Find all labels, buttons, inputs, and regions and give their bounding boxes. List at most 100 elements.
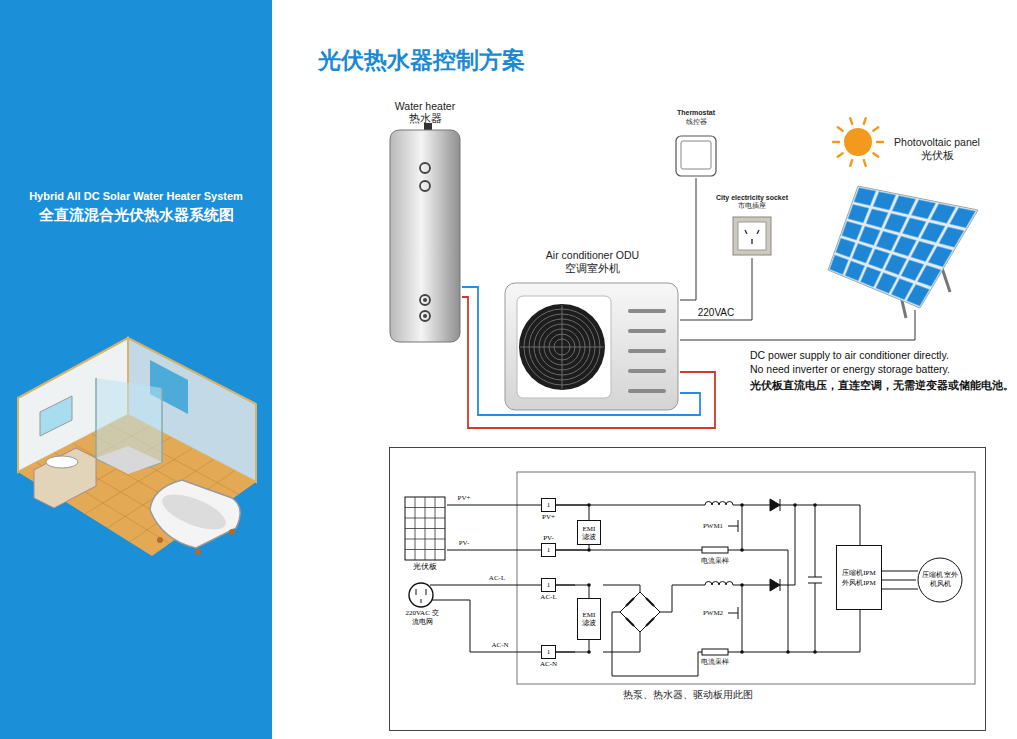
node-subtext: 空调室外机 xyxy=(505,262,680,275)
node-text: Hybrid All DC Solar Water Heater System xyxy=(0,190,272,202)
diagram-node: 光伏板 xyxy=(403,495,447,579)
outdoor-unit xyxy=(562,305,563,389)
wire-connector xyxy=(447,550,541,551)
solar-panel xyxy=(836,238,855,257)
solar-panel xyxy=(892,196,915,215)
solar-panel xyxy=(876,231,898,250)
outdoor-unit xyxy=(628,309,666,393)
schematic-drawing xyxy=(882,589,918,590)
schematic-drawing xyxy=(740,650,744,654)
bathroom-illustration xyxy=(157,537,163,543)
edge-label: PV+ xyxy=(457,495,472,503)
wire-connector xyxy=(556,545,589,550)
sun-icon xyxy=(864,118,866,124)
node-text: Air conditioner ODU xyxy=(505,249,680,262)
schematic-drawing xyxy=(770,579,780,591)
schematic-drawing xyxy=(702,649,728,655)
schematic-drawing xyxy=(430,585,439,586)
schematic-drawing xyxy=(517,472,975,684)
outdoor-unit xyxy=(628,309,666,313)
edge-label: AC-N xyxy=(490,642,509,650)
thermostat-box xyxy=(676,136,716,176)
outdoor-unit xyxy=(505,283,678,410)
schematic-drawing xyxy=(793,503,797,507)
solar-panel xyxy=(830,255,849,274)
wire-connector xyxy=(680,178,696,300)
bathroom-illustration xyxy=(40,396,72,436)
solar-panel xyxy=(859,226,880,245)
schematic-drawing xyxy=(405,549,445,550)
socket-icon xyxy=(745,230,747,234)
terminal-box: 1AC-L xyxy=(541,578,556,592)
node-text: EMI 滤波 xyxy=(582,611,596,627)
wire-connector xyxy=(882,580,916,581)
outdoor-unit xyxy=(517,296,611,398)
signal-label: 电流采样 xyxy=(700,658,730,666)
note-text: No need inverter or energy storage batte… xyxy=(749,363,951,375)
outdoor-unit xyxy=(628,329,666,333)
water-heater-tank xyxy=(423,314,427,318)
node-text: City electricity socket xyxy=(704,194,800,202)
terminal-box: 1PV+ xyxy=(541,498,556,512)
bathroom-illustration xyxy=(150,480,240,548)
solar-panel xyxy=(830,188,976,306)
schematic-drawing xyxy=(620,592,660,632)
wire-connector xyxy=(556,585,589,598)
schematic-drawing xyxy=(626,598,654,626)
diagram-node: Water heater热水器 xyxy=(388,100,462,348)
wire-connector xyxy=(439,585,541,586)
bathroom-illustration xyxy=(195,549,201,555)
diagram-node: 压缩机 室外机风机 xyxy=(916,557,964,603)
outdoor-unit xyxy=(505,283,678,410)
schematic-drawing xyxy=(587,503,817,654)
note-text: 光伏板直流电压，直连空调，无需逆变器或储能电池。 xyxy=(749,379,1015,391)
diagram-node: 220VAC 交流电网 xyxy=(405,581,439,629)
solar-panel xyxy=(873,192,896,210)
page-title: 光伏热水器控制方案 xyxy=(318,45,525,76)
socket-icon xyxy=(733,217,771,255)
node-subtext: 光伏板 xyxy=(888,149,986,162)
thermostat-box xyxy=(681,141,711,169)
node-subtext: PV- xyxy=(543,534,554,542)
solar-panel xyxy=(828,186,978,318)
solar-panel xyxy=(907,285,930,306)
bathroom-illustration xyxy=(158,487,231,537)
outdoor-unit xyxy=(628,369,666,373)
node-text: 1 xyxy=(547,648,551,656)
solar-panel xyxy=(854,188,876,206)
node-text: 压缩机 室外机风机 xyxy=(921,571,959,589)
diagram-node: 热泵、热水器、驱动板用此图光伏板220VAC 交流电网1PV+1PV-1AC-L… xyxy=(390,448,985,730)
signal-label: PWM2 xyxy=(702,609,724,617)
node-subtext: AC-L xyxy=(540,593,556,601)
water-heater-tank xyxy=(390,130,460,342)
node-text: Thermostat xyxy=(660,108,732,117)
schematic-drawing xyxy=(740,503,744,507)
solar-panel xyxy=(828,186,978,308)
solar-panel xyxy=(866,209,888,228)
schematic-drawing xyxy=(918,558,962,602)
edge-label: 220VAC xyxy=(697,307,736,318)
bathroom-illustration xyxy=(18,338,256,556)
bathroom-illustration xyxy=(34,448,96,508)
schematic-drawing xyxy=(556,585,640,592)
node-text: 光伏板 xyxy=(403,562,447,572)
water-pipe xyxy=(462,297,715,428)
outdoor-unit xyxy=(519,304,605,390)
component-box: 压缩机IPM 外风机IPM xyxy=(836,545,882,610)
schematic-drawing xyxy=(405,497,445,560)
solar-panel xyxy=(842,221,862,240)
terminal-box: 1AC-N xyxy=(541,645,556,659)
node-text: 1 xyxy=(547,501,551,509)
schematic-drawing xyxy=(813,650,817,654)
schematic-drawing xyxy=(808,505,822,652)
schematic-drawing xyxy=(405,497,445,560)
diagram-node: Photovoltaic panel光伏板 xyxy=(826,136,986,310)
edge-label: PV- xyxy=(458,540,471,548)
node-subtext: PV+ xyxy=(542,513,555,521)
schematic-drawing xyxy=(612,612,698,676)
sun-icon xyxy=(873,153,878,157)
schematic-drawing xyxy=(882,571,918,572)
bathroom-illustration xyxy=(96,446,162,474)
